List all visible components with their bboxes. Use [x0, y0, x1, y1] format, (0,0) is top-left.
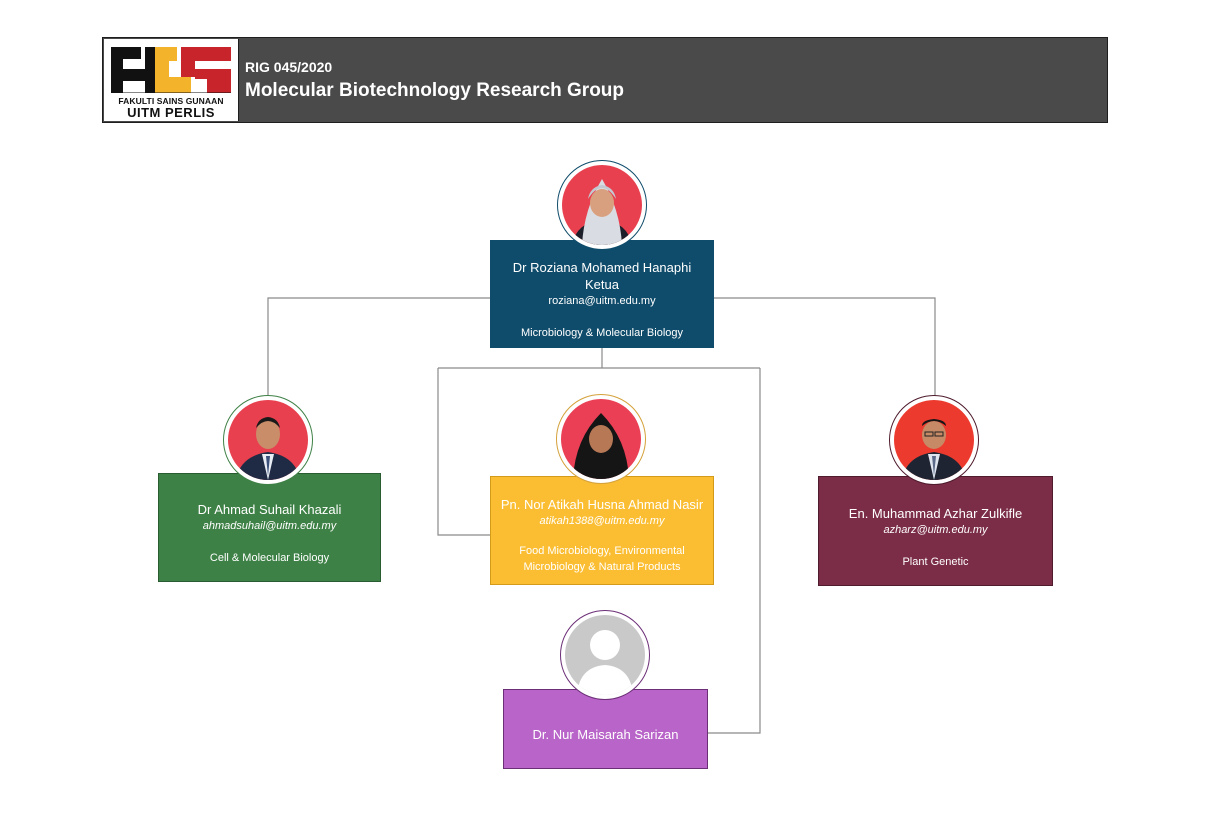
header-banner: FAKULTI SAINS GUNAAN UITM PERLIS RIG 045… [102, 37, 1108, 123]
avatar-member2 [556, 394, 646, 484]
faculty-logo: FAKULTI SAINS GUNAAN UITM PERLIS [104, 39, 239, 121]
member-name: En. Muhammad Azhar Zulkifle [848, 506, 1023, 521]
member-field: Cell & Molecular Biology [209, 552, 330, 564]
default-user-icon [565, 615, 645, 695]
member-card-3: En. Muhammad Azhar Zulkifle azharz@uitm.… [818, 476, 1053, 586]
member-name: Dr Roziana Mohamed Hanaphi [512, 260, 692, 275]
member-name: Dr Ahmad Suhail Khazali [197, 502, 342, 517]
member-name: Dr. Nur Maisarah Sarizan [532, 727, 679, 742]
grant-code: RIG 045/2020 [245, 59, 333, 75]
member-card-2: Pn. Nor Atikah Husna Ahmad Nasir atikah1… [490, 476, 714, 585]
member-card-1: Dr Ahmad Suhail Khazali ahmadsuhail@uitm… [158, 473, 381, 582]
member-card-leader: Dr Roziana Mohamed Hanaphi Ketua roziana… [490, 240, 714, 348]
person-photo-icon [228, 400, 308, 480]
member-card-4: Dr. Nur Maisarah Sarizan [503, 689, 708, 769]
person-hijab-photo-icon [562, 165, 642, 245]
member-role: Ketua [585, 277, 619, 292]
avatar-member1 [223, 395, 313, 485]
member-email[interactable]: ahmadsuhail@uitm.edu.my [202, 520, 337, 532]
member-field-line1: Food Microbiology, Environmental [519, 545, 685, 557]
logo-faculty-text: FAKULTI SAINS GUNAAN [118, 96, 224, 106]
avatar-member4 [560, 610, 650, 700]
member-email[interactable]: roziana@uitm.edu.my [548, 295, 656, 307]
person-hijab-photo-icon [561, 399, 641, 479]
member-name: Pn. Nor Atikah Husna Ahmad Nasir [500, 497, 704, 512]
avatar-member3 [889, 395, 979, 485]
member-field: Plant Genetic [902, 556, 969, 568]
connector-leader-member3 [714, 297, 936, 396]
logo-campus-text: UITM PERLIS [127, 105, 215, 120]
connector-center-member4 [708, 368, 761, 734]
member-field: Microbiology & Molecular Biology [520, 327, 683, 339]
group-title: Molecular Biotechnology Research Group [245, 80, 625, 101]
avatar-leader [557, 160, 647, 250]
connector-center-member2-left [437, 368, 490, 536]
member-email[interactable]: azharz@uitm.edu.my [883, 524, 988, 536]
member-field-line2: Microbiology & Natural Products [523, 561, 681, 573]
fsg-logo-icon [111, 47, 231, 93]
connector-leader-member1 [267, 297, 490, 396]
member-email[interactable]: atikah1388@uitm.edu.my [539, 515, 665, 527]
person-photo-icon [894, 400, 974, 480]
